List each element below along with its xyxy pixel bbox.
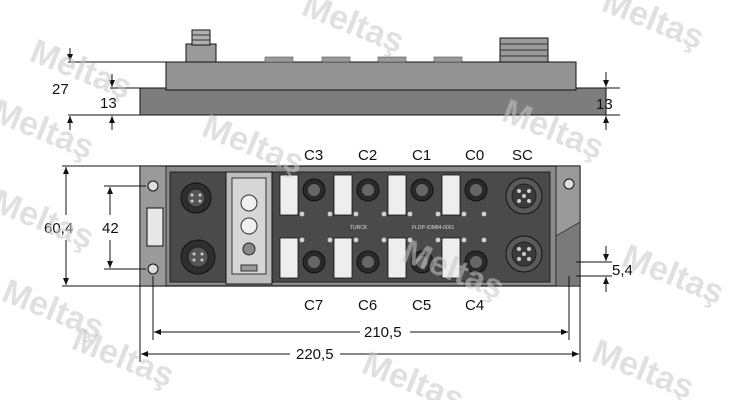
side-view	[139, 29, 607, 116]
port-label-sc: SC	[512, 147, 533, 164]
device-brand: TURCK	[350, 225, 368, 231]
front-dimensions	[62, 165, 612, 362]
port-label-c7: C7	[304, 297, 323, 314]
rotary-switch-1	[240, 194, 258, 212]
port-labels-top: C3 C2 C1 C0 SC	[304, 147, 533, 164]
port-label-c6: C6	[358, 297, 377, 314]
dim-side-base-right: 13	[596, 96, 613, 113]
watermark: Meltaş	[617, 237, 729, 312]
mount-hole-bottom-left	[147, 263, 159, 275]
side-base-plate	[139, 87, 607, 116]
front-view: TURCK FLDP-IOM84-0001	[139, 165, 581, 287]
left-label-slot	[146, 207, 164, 247]
port-label-c2: C2	[358, 147, 377, 164]
side-upper-body	[165, 61, 577, 91]
sc-connector-top	[505, 177, 543, 215]
power-connector-top	[180, 182, 212, 214]
mount-hole-top-right	[563, 178, 575, 190]
ports-bottom	[302, 250, 488, 274]
watermark: Meltaş	[357, 344, 469, 400]
dim-side-base-left: 13	[100, 95, 117, 112]
port-label-c0: C0	[465, 147, 484, 164]
service-button	[242, 242, 256, 256]
sc-connector-bottom	[505, 235, 543, 273]
dim-mount-offset: 5,4	[612, 262, 633, 279]
watermark: Meltaş	[297, 0, 409, 61]
address-switch-window	[225, 171, 273, 285]
dim-hole-spacing: 42	[102, 220, 119, 237]
port-labels-bottom: C7 C6 C5 C4	[304, 297, 484, 314]
watermark: Meltaş	[0, 92, 99, 167]
device-model: FLDP-IOM84-0001	[412, 225, 454, 231]
watermark: Meltaş	[67, 320, 179, 395]
watermark: Meltaş	[597, 0, 709, 57]
port-label-c5: C5	[412, 297, 431, 314]
port-label-c1: C1	[412, 147, 431, 164]
side-right-connector	[499, 37, 549, 63]
side-left-connector	[185, 29, 217, 63]
status-leds	[299, 211, 487, 243]
dim-front-height: 60,4	[44, 220, 73, 237]
rotary-switch-2	[240, 217, 258, 235]
watermark: Meltaş	[587, 332, 699, 400]
mount-hole-top-left	[147, 180, 159, 192]
port-label-c4: C4	[465, 297, 484, 314]
dim-overall-length: 220,5	[296, 346, 334, 363]
port-label-c3: C3	[304, 147, 323, 164]
dim-hole-distance: 210,5	[364, 324, 402, 341]
power-connector-bottom	[180, 239, 216, 275]
watermark: Meltaş	[25, 32, 137, 107]
dim-side-height: 27	[52, 81, 69, 98]
watermark: Meltaş	[0, 182, 99, 257]
ports-top	[302, 178, 488, 202]
side-dimensions	[67, 48, 620, 130]
label-slots-top	[279, 174, 461, 216]
label-slots-bottom	[279, 237, 461, 279]
